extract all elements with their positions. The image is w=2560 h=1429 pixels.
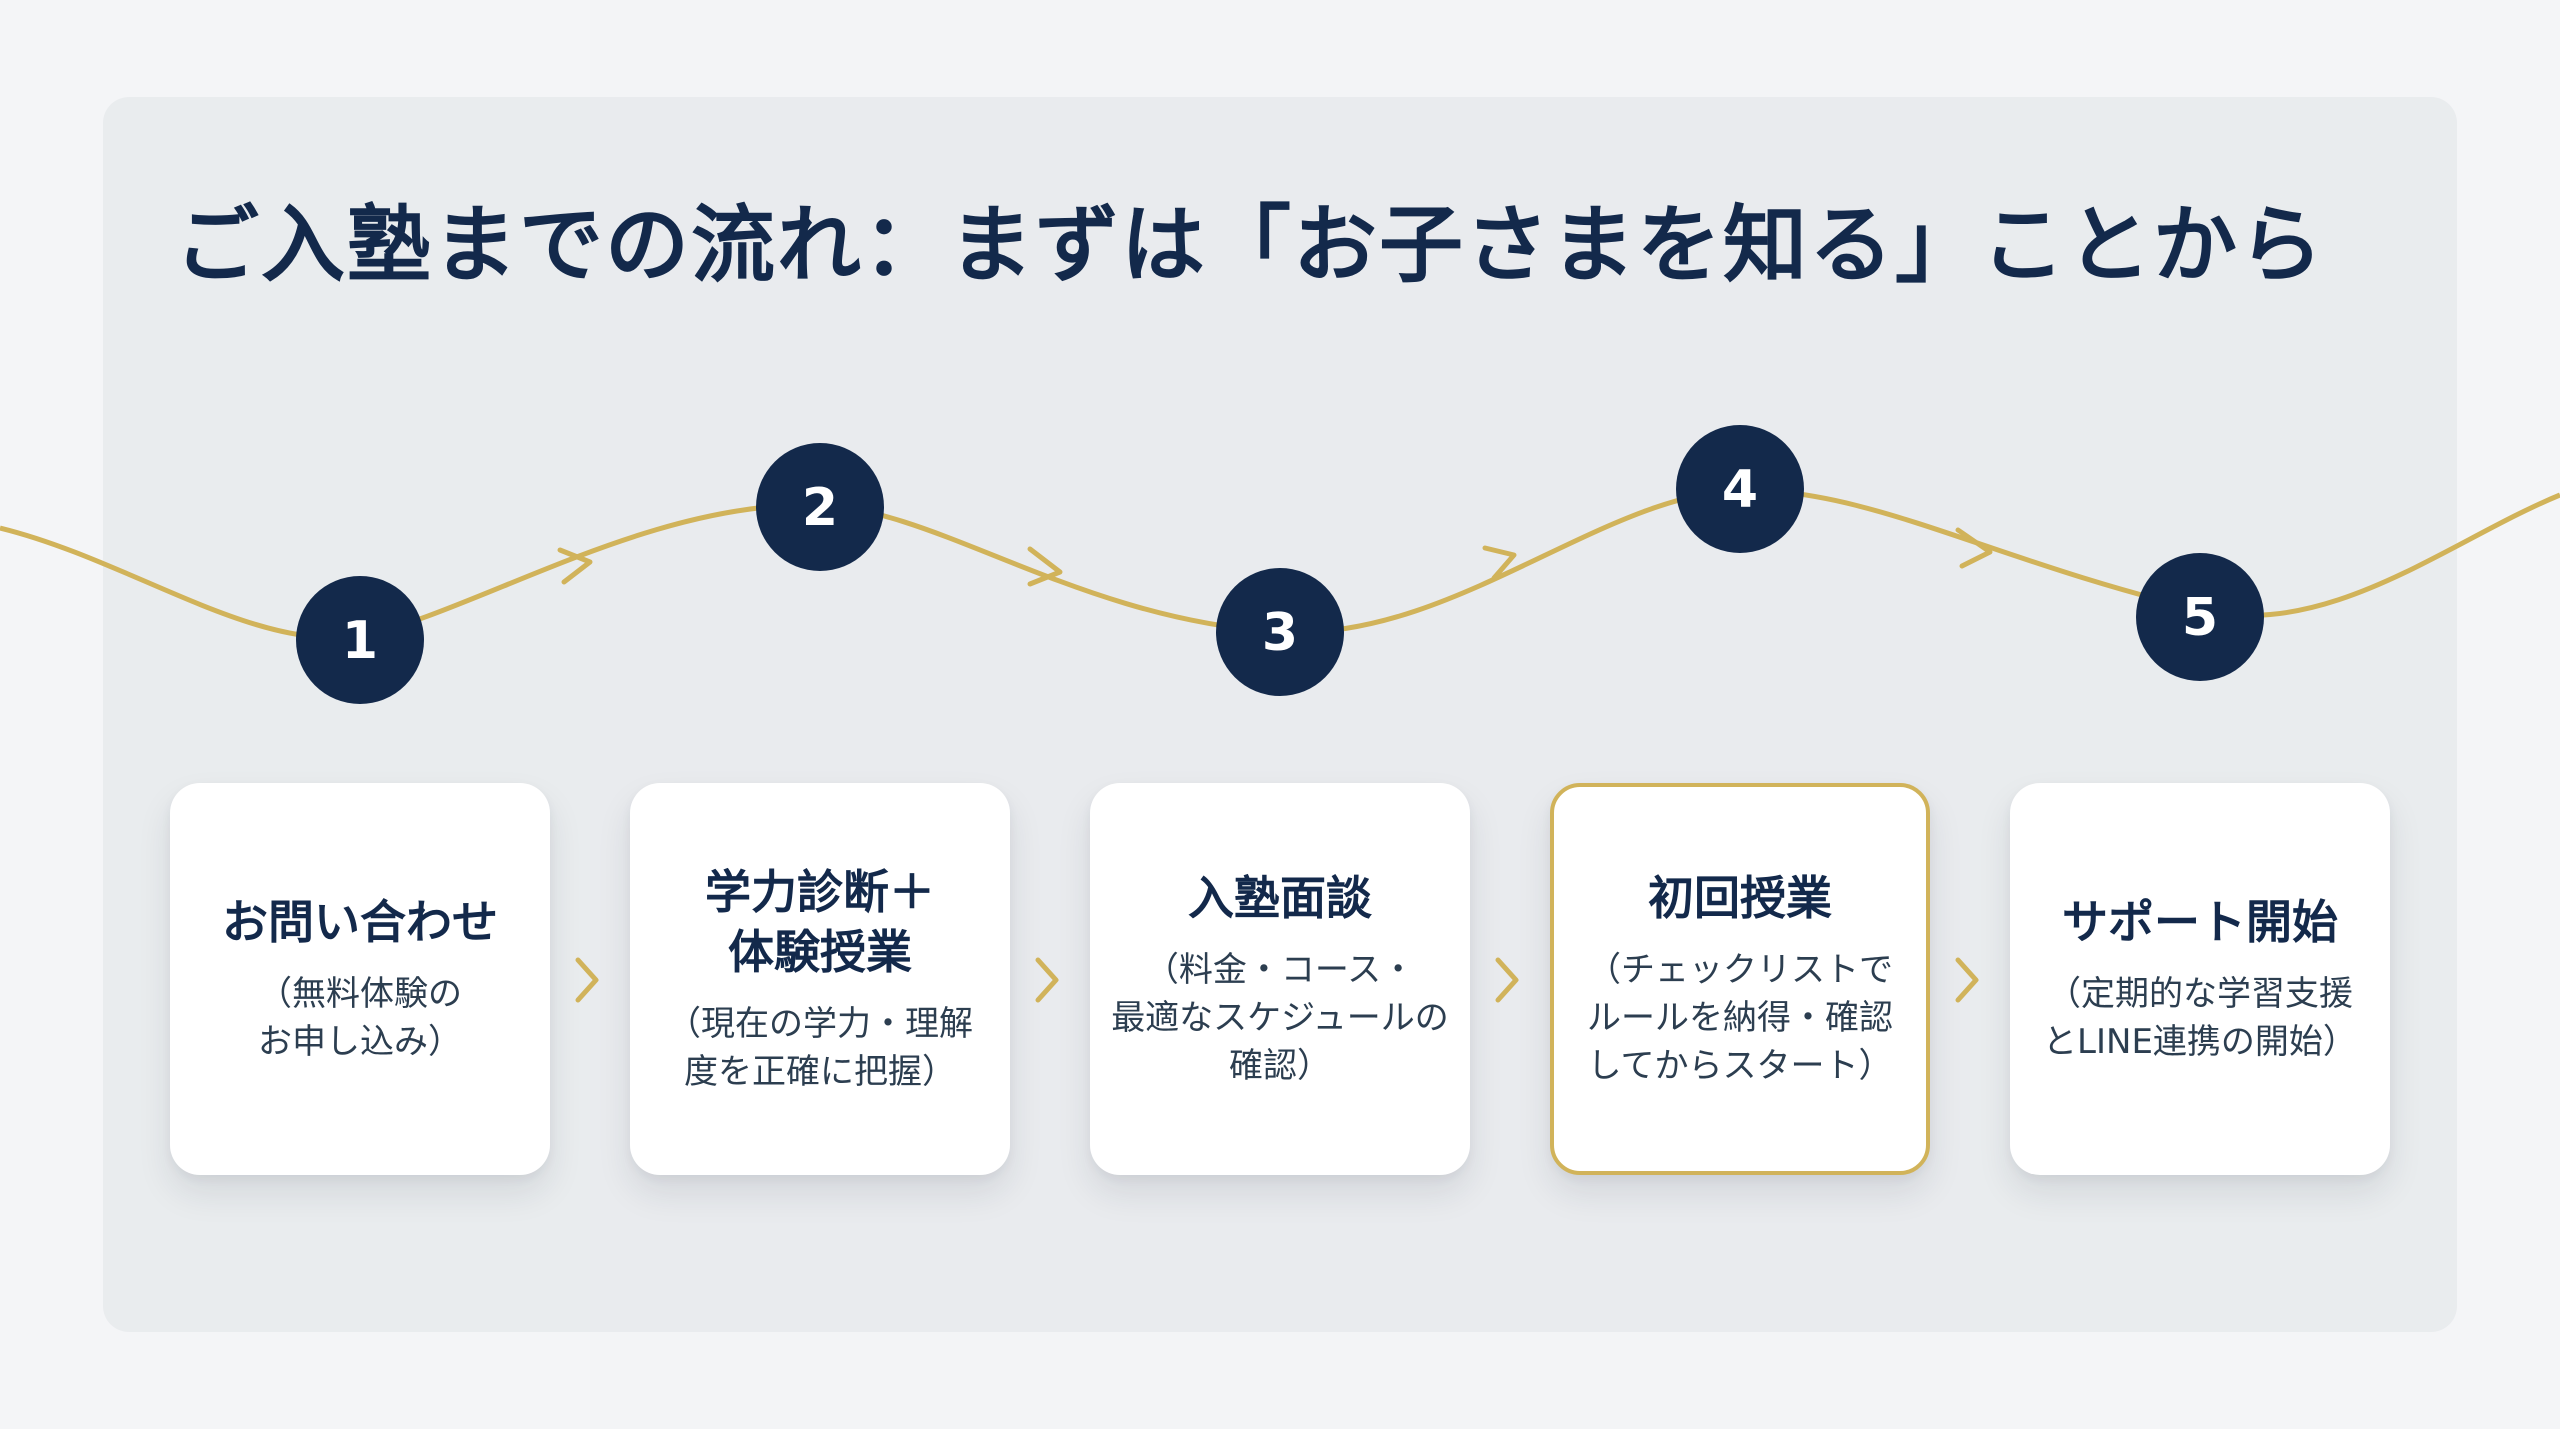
step-description: （定期的な学習支援 とLINE連携の開始） [2043, 974, 2357, 1062]
step-number: 3 [1262, 603, 1298, 663]
step-node-2: 2 [756, 443, 884, 571]
step-node-5: 5 [2136, 553, 2264, 681]
step-node-4: 4 [1676, 425, 1804, 553]
step-title: サポート開始 [2062, 895, 2338, 949]
chevron-right-icon [1955, 957, 1979, 1003]
chevron-right-icon [575, 957, 599, 1003]
step-node-3: 3 [1216, 568, 1344, 696]
chevron-right-icon [557, 547, 593, 585]
step-card-3: 入塾面談 （料金・コース・ 最適なスケジュールの 確認） [1090, 783, 1470, 1175]
step-description: （現在の学力・理解 度を正確に把握） [667, 1004, 973, 1092]
step-title: お問い合わせ [222, 895, 498, 949]
step-node-1: 1 [296, 576, 424, 704]
step-number: 2 [802, 478, 838, 538]
chevron-right-icon [1482, 545, 1517, 581]
step-title: 初回授業 [1648, 871, 1832, 925]
step-number: 1 [342, 611, 378, 671]
step-card-1: お問い合わせ （無料体験の お申し込み） [170, 783, 550, 1175]
step-description: （料金・コース・ 最適なスケジュールの 確認） [1111, 950, 1449, 1086]
step-description: （チェックリストで ルールを納得・確認 してからスタート） [1587, 950, 1893, 1086]
step-number: 4 [1722, 460, 1758, 520]
step-title: 学力診断＋ 体験授業 [705, 865, 935, 979]
page-title: ご入塾までの流れ：まずは「お子さまを知る」ことから [175, 196, 2326, 294]
chevron-right-icon [1495, 957, 1519, 1003]
chevron-right-icon [1955, 527, 1993, 569]
step-card-2: 学力診断＋ 体験授業 （現在の学力・理解 度を正確に把握） [630, 783, 1010, 1175]
chevron-right-icon [1035, 957, 1059, 1003]
step-card-4: 初回授業 （チェックリストで ルールを納得・確認 してからスタート） [1550, 783, 1930, 1175]
chevron-right-icon [1027, 546, 1063, 587]
step-number: 5 [2182, 588, 2218, 648]
step-description: （無料体験の お申し込み） [258, 974, 462, 1062]
step-card-5: サポート開始 （定期的な学習支援 とLINE連携の開始） [2010, 783, 2390, 1175]
step-title: 入塾面談 [1188, 871, 1372, 925]
